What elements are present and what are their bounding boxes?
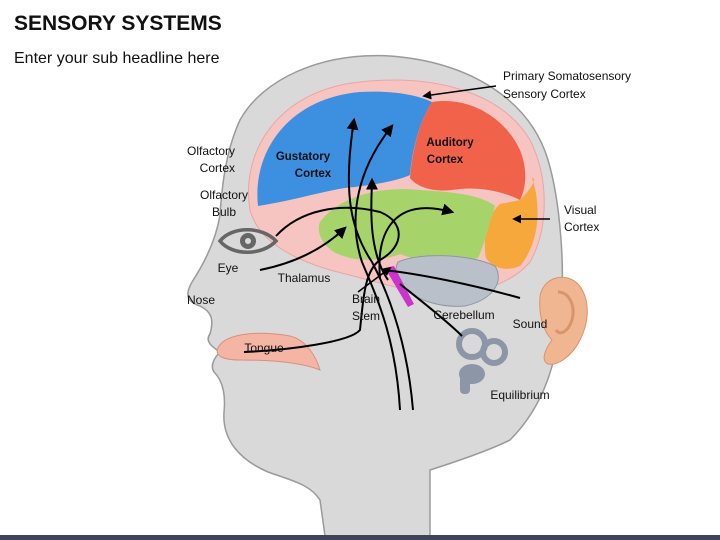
eye-icon (217, 228, 279, 254)
tongue-shape (216, 332, 321, 371)
label-cerebellum: Cerebellum (433, 308, 494, 322)
label-primary-somatosensory: Primary Somatosensory (503, 69, 631, 83)
label-olfactory-bulb-2: Bulb (212, 205, 236, 219)
label-visual-cortex-2: Cortex (564, 220, 599, 234)
primary-cortex-arrow (422, 85, 497, 100)
label-auditory-cortex-1: Auditory (426, 137, 474, 149)
label-gustatory-cortex-2: Cortex (295, 168, 332, 180)
label-olfactory-cortex-2: Cortex (200, 161, 235, 175)
slide-title: SENSORY SYSTEMS (14, 12, 222, 35)
label-equilibrium: Equilibrium (490, 388, 549, 402)
brain-stem (385, 266, 414, 307)
visual-cortex (484, 178, 538, 269)
label-eye: Eye (218, 261, 239, 275)
inner-ear-icon (456, 328, 508, 394)
label-brain-stem-1: Brain (352, 292, 380, 306)
label-sound: Sound (513, 317, 548, 331)
brain-stem-arrow (357, 266, 392, 293)
label-auditory-cortex-2: Cortex (427, 154, 464, 166)
bottom-bar (0, 535, 720, 540)
label-sensory-cortex: Sensory Cortex (503, 87, 586, 101)
slide-subtitle: Enter your sub headline here (14, 50, 220, 67)
label-gustatory-cortex-1: Gustatory (276, 151, 331, 163)
label-thalamus: Thalamus (278, 271, 331, 285)
nerve-pathways (243, 117, 521, 411)
label-brain-stem-2: Stem (352, 309, 380, 323)
label-nose: Nose (187, 293, 215, 307)
ear-icon (539, 276, 588, 365)
label-visual-cortex-1: Visual (564, 203, 596, 217)
label-olfactory-bulb-1: Olfactory (200, 188, 248, 202)
label-olfactory-cortex-1: Olfactory (187, 144, 235, 158)
gustatory-cortex (257, 91, 432, 206)
label-tongue: Tongue (244, 341, 284, 355)
auditory-cortex (410, 101, 526, 200)
